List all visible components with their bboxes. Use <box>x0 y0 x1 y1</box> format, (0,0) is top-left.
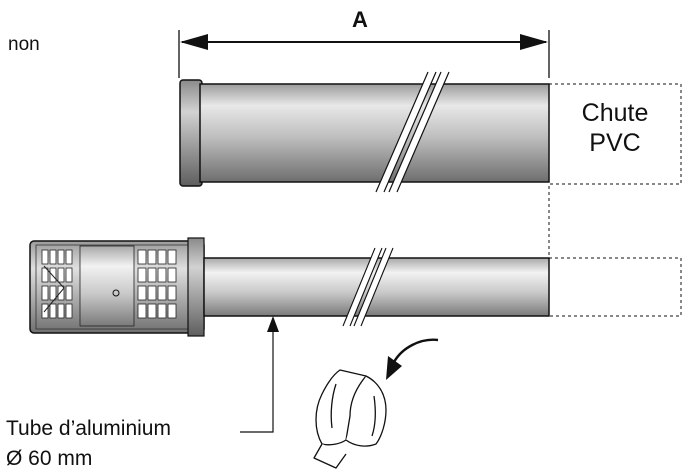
aluminium-tube <box>203 247 682 327</box>
tube-label-line2: Ø 60 mm <box>6 447 93 470</box>
pvc-pipe <box>179 71 550 193</box>
dimension-label-a: A <box>352 7 368 32</box>
tube-label: Tube d’aluminium Ø 60 mm <box>6 414 171 474</box>
tube-label-line1: Tube d’aluminium <box>6 417 171 440</box>
pvc-label-line1: Chute <box>581 99 649 127</box>
pvc-label: Chute PVC <box>553 98 677 158</box>
tube-leader-line <box>240 316 279 433</box>
rotation-arrow-icon <box>386 338 439 380</box>
pvc-continuation-outline <box>548 83 682 258</box>
pvc-label-line2: PVC <box>589 129 641 157</box>
clamp-clip-icon <box>313 369 387 469</box>
terminal-cap <box>29 237 205 337</box>
dimension-line-a <box>178 30 550 78</box>
corner-note: non <box>8 34 40 55</box>
